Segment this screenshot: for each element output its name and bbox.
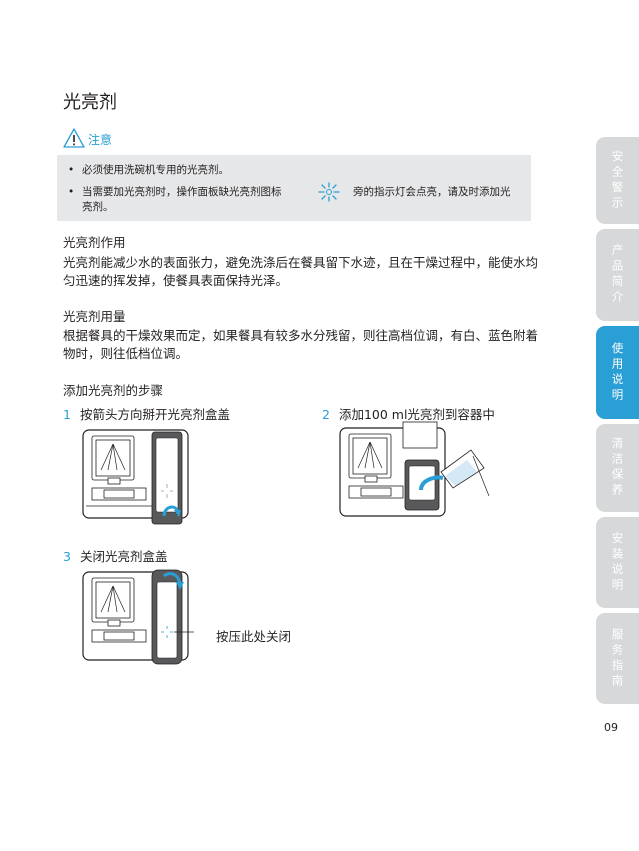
tab-installation[interactable]: 安装说明 bbox=[596, 517, 639, 608]
tab-usage[interactable]: 使用说明 bbox=[596, 326, 639, 419]
dosage-text: 根据餐具的干燥效果而定，如果餐具有较多水分残留，则往高档位调，有白、蓝色附着物时… bbox=[63, 328, 539, 361]
figure-close-lid bbox=[82, 569, 194, 665]
note-text: 必须使用洗碗机专用的光亮剂。 bbox=[82, 164, 229, 176]
tab-service[interactable]: 服务指南 bbox=[596, 613, 639, 704]
note-text: 当需要加光亮剂时，操作面板缺光亮剂图标 bbox=[82, 186, 282, 198]
page-number: 09 bbox=[604, 721, 618, 734]
note-text: 亮剂。 bbox=[82, 201, 114, 213]
caution-label: 注意 bbox=[88, 133, 113, 147]
note-item: • 当需要加光亮剂时，操作面板缺光亮剂图标 旁的指示灯会点亮，请及时添加光 亮剂… bbox=[68, 182, 528, 217]
step-2: 2 添加100 ml光亮剂到容器中 bbox=[322, 404, 495, 423]
step-text: 按箭头方向掰开光亮剂盒盖 bbox=[79, 407, 230, 422]
bullet-dot: • bbox=[68, 164, 75, 176]
tab-label: 产品简介 bbox=[610, 244, 625, 306]
rotate-arrow-icon bbox=[162, 572, 182, 585]
tab-label: 使用说明 bbox=[610, 341, 625, 404]
rinse-aid-sparkle-icon bbox=[318, 182, 340, 202]
caution-triangle-icon bbox=[63, 128, 85, 148]
tab-safety[interactable]: 安全警示 bbox=[596, 137, 639, 224]
tab-label: 清洁保养 bbox=[610, 437, 625, 499]
step-text: 关闭光亮剂盒盖 bbox=[79, 549, 168, 564]
figure3-callout: 按压此处关闭 bbox=[216, 629, 292, 644]
tab-product-intro[interactable]: 产品简介 bbox=[596, 229, 639, 321]
step-number: 2 bbox=[322, 407, 330, 422]
step-number: 3 bbox=[63, 549, 71, 564]
tab-cleaning[interactable]: 清洁保养 bbox=[596, 424, 639, 512]
function-heading: 光亮剂作用 bbox=[63, 235, 126, 250]
dosage-heading: 光亮剂用量 bbox=[63, 309, 126, 324]
steps-heading: 添加光亮剂的步骤 bbox=[63, 383, 164, 398]
step-1: 1 按箭头方向掰开光亮剂盒盖 bbox=[63, 404, 230, 423]
note-box: • 必须使用洗碗机专用的光亮剂。 • 当需要加光亮剂时，操作面板缺光亮剂图标 旁… bbox=[57, 155, 531, 221]
tab-label: 安装说明 bbox=[610, 531, 625, 594]
figure-fill-rinse-aid bbox=[339, 421, 490, 517]
bullet-dot: • bbox=[68, 186, 75, 198]
tab-label: 服务指南 bbox=[610, 627, 625, 690]
figure-open-lid bbox=[82, 429, 189, 525]
step-number: 1 bbox=[63, 407, 71, 422]
function-text: 光亮剂能减少水的表面张力，避免洗涤后在餐具留下水迹，且在干燥过程中，能使水均匀迅… bbox=[63, 255, 539, 288]
step-3: 3 关闭光亮剂盒盖 bbox=[63, 546, 167, 565]
step-text: 添加100 ml光亮剂到容器中 bbox=[338, 407, 495, 422]
tab-label: 安全警示 bbox=[610, 149, 625, 212]
note-text: 旁的指示灯会点亮，请及时添加光 bbox=[353, 186, 511, 198]
page-title: 光亮剂 bbox=[63, 92, 117, 113]
